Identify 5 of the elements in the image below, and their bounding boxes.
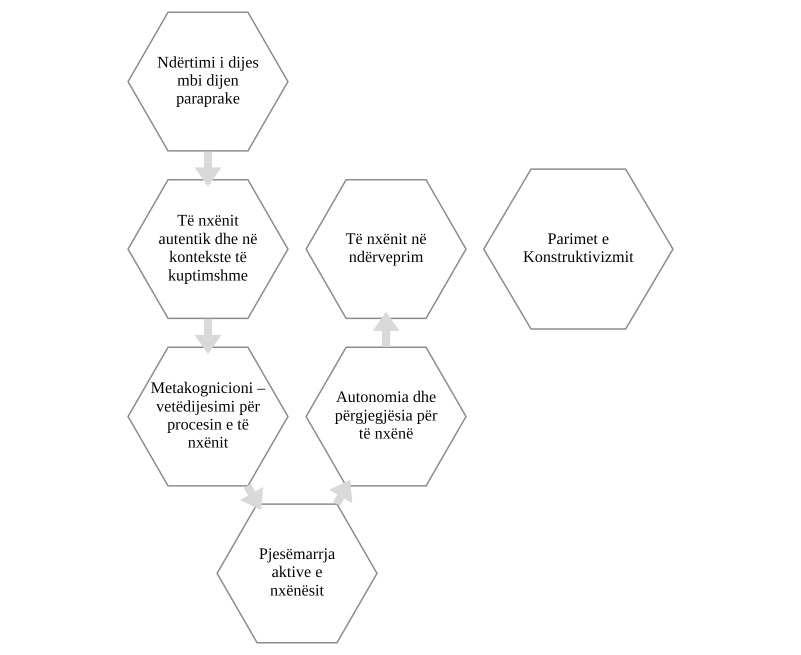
arrow bbox=[240, 484, 264, 510]
arrow bbox=[194, 151, 222, 187]
arrow bbox=[372, 312, 400, 348]
arrow bbox=[329, 480, 352, 506]
arrow bbox=[194, 318, 222, 354]
